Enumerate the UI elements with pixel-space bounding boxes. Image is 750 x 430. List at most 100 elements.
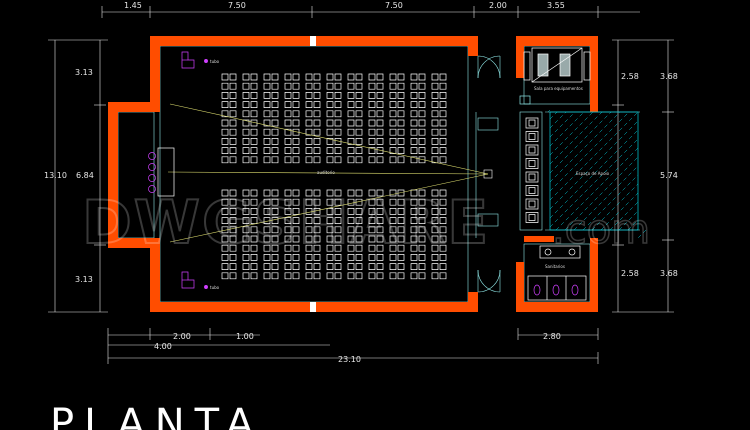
seat [242,226,250,234]
seat [221,73,229,81]
seat [368,217,376,224]
seat [242,110,250,118]
seat [271,156,279,164]
seat [439,147,447,154]
seat [292,235,300,243]
seat [250,198,258,206]
seat [355,92,363,99]
seat [292,128,300,136]
seat [242,198,250,206]
seat [355,147,363,154]
seat [355,235,363,243]
label-toilets: Sanitarios [545,264,565,269]
seat [389,101,397,108]
seat [376,147,384,154]
drawing-title: PLANTA [50,401,264,430]
seat [376,110,384,118]
seat [397,128,405,136]
seat [368,208,376,215]
seat [410,198,418,206]
seat [313,110,321,118]
seat [410,73,418,81]
seat [313,119,321,127]
seat [326,217,334,224]
seat [334,189,342,197]
seat [326,110,334,118]
seat [431,147,439,154]
seat [271,244,279,252]
seat [439,73,447,81]
seat [368,73,376,81]
seat [263,272,271,280]
seat [263,73,271,81]
seat [397,235,405,243]
seat [221,198,229,206]
seat [389,263,397,270]
seat [221,263,229,270]
seat [250,128,258,136]
seat [439,235,447,243]
seat [221,254,229,261]
seat [334,128,342,136]
seat [347,73,355,81]
seat [376,244,384,252]
seat [250,147,258,154]
seat [326,147,334,154]
seat [368,110,376,118]
seat [305,244,313,252]
seat [305,138,313,145]
label-storage-room: Sala para equipamentos [534,86,583,91]
seat [250,73,258,81]
seat [313,128,321,136]
label-stage-area: Espaço de Apoio [576,171,610,176]
seat [292,110,300,118]
seat [410,156,418,164]
seat [368,244,376,252]
seat [347,128,355,136]
seat [284,92,292,99]
seat [313,189,321,197]
seat [229,254,237,261]
seat [221,272,229,280]
seat [410,101,418,108]
seat [305,73,313,81]
side-chairs [525,117,539,223]
seat [376,198,384,206]
seat [418,82,426,90]
seat [250,119,258,127]
seat [410,263,418,270]
seat [221,189,229,197]
seat [368,128,376,136]
seat [439,244,447,252]
seat [229,119,237,127]
seat [242,82,250,90]
seat [326,82,334,90]
seat [263,156,271,164]
seat [292,119,300,127]
seat [355,254,363,261]
seat [284,235,292,243]
seat [271,198,279,206]
seat [418,128,426,136]
seat [221,101,229,108]
seat [221,82,229,90]
seat [376,82,384,90]
seat [250,226,258,234]
seat [397,92,405,99]
seat [439,156,447,164]
seat [313,263,321,270]
side-chair [525,144,539,156]
seat [263,101,271,108]
seat [355,217,363,224]
seat [271,101,279,108]
seat [242,263,250,270]
seat [334,226,342,234]
seat [334,217,342,224]
seat [368,189,376,197]
seat [410,189,418,197]
seat [410,226,418,234]
wall-joints [310,36,316,312]
dim-top-2: 7.50 [228,1,246,10]
seat [313,244,321,252]
seat [313,82,321,90]
